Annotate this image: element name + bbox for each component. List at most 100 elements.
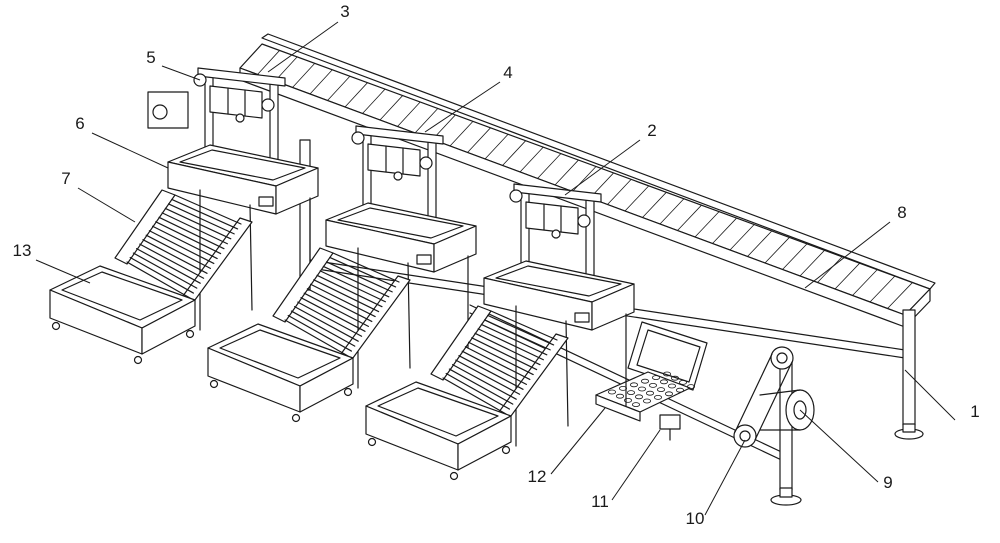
keypad-key: [632, 402, 641, 408]
callout-number-1: 1: [970, 402, 979, 421]
cart-wheel: [449, 471, 459, 481]
chute-roller: [310, 283, 376, 318]
keypad-key: [654, 394, 663, 400]
chute-roller: [300, 297, 366, 332]
hopper-display: [574, 312, 590, 323]
conveyor-slat: [292, 63, 316, 88]
chute-roller: [448, 368, 514, 405]
conveyor-slat: [677, 204, 702, 231]
chute-roller: [145, 234, 211, 269]
chute-roller: [316, 274, 383, 308]
callout-number-2: 2: [647, 121, 656, 140]
keypad-key: [679, 379, 688, 385]
conveyor-slat: [852, 269, 878, 296]
chute-roller: [442, 377, 507, 415]
callout-number-7: 7: [61, 169, 70, 188]
conveyor-slat: [344, 82, 368, 108]
hopper-display: [258, 196, 274, 207]
chute-roller: [142, 239, 208, 274]
chute-roller: [168, 203, 235, 235]
chute-roller: [332, 252, 400, 283]
gantry-wheel: [419, 156, 433, 170]
keypad-key: [657, 387, 666, 393]
gantry-wheel: [509, 189, 523, 203]
chute-roller: [474, 332, 541, 366]
hopper-box: [483, 260, 635, 447]
conveyor-slat: [397, 101, 421, 127]
collection-cart: [49, 265, 196, 365]
conveyor-slat: [712, 217, 737, 244]
conveyor-slat: [519, 146, 544, 173]
hopper-box: [325, 202, 477, 389]
keypad-key: [671, 375, 680, 381]
hopper-display: [416, 254, 432, 265]
leader-line: [35, 259, 91, 284]
drive-pulley-large: [770, 346, 794, 370]
conveyor-slat: [502, 140, 526, 166]
callout-number-8: 8: [897, 203, 906, 222]
conveyor-slat: [257, 50, 280, 75]
sorting-station: [207, 125, 477, 423]
conveyor-slats: [257, 50, 913, 309]
keypad-key: [624, 397, 633, 403]
chute-roller: [171, 198, 239, 230]
keypad-key: [663, 371, 672, 377]
chute-roller: [152, 225, 218, 260]
conveyor-slat: [642, 192, 667, 218]
leader-line: [611, 429, 661, 501]
conveyor-slat: [764, 237, 790, 264]
leader-line: [91, 132, 169, 169]
callout-number-13: 13: [13, 241, 32, 260]
keypad-key: [687, 384, 696, 390]
conveyor-slat: [747, 230, 773, 257]
conveyor-slat: [554, 159, 579, 186]
keypad-key: [638, 386, 647, 392]
gantry-lifter: [509, 183, 602, 284]
collection-cart: [365, 381, 512, 481]
conveyor-slat: [799, 250, 825, 277]
cart-wheel: [209, 379, 219, 389]
chute-roller: [326, 261, 393, 293]
chute-roller: [129, 256, 194, 294]
callout-number-5: 5: [146, 48, 155, 67]
callout-number-11: 11: [591, 492, 609, 511]
keypad-key: [616, 393, 625, 399]
keypad-key: [665, 391, 674, 397]
roller-chute: [114, 189, 253, 305]
callout-number-4: 4: [503, 63, 512, 82]
gantry-wheel: [577, 214, 591, 228]
gantry-wheel: [261, 98, 275, 112]
chute-roller: [471, 337, 538, 371]
keypad-key: [646, 390, 655, 396]
chute-roller: [294, 306, 359, 342]
conveyor-slat: [537, 153, 562, 179]
chute-roller: [329, 256, 397, 288]
conveyor-slat: [484, 133, 509, 160]
chute-roller: [287, 314, 352, 352]
keypad-key: [676, 387, 685, 393]
conveyor-slat: [572, 166, 597, 192]
leader-line: [904, 369, 956, 421]
drive-pulley-small: [733, 424, 757, 448]
conveyor-slat: [362, 88, 386, 114]
chute-roller: [158, 216, 225, 250]
control-console: [595, 321, 708, 441]
chute-roller: [455, 359, 521, 395]
chute-roller: [477, 328, 544, 361]
chute-roller: [290, 310, 356, 347]
conveyor-slat: [379, 95, 403, 121]
callout-number-12: 12: [528, 467, 547, 486]
chute-roller: [484, 319, 551, 351]
leader-line: [424, 81, 501, 133]
conveyor-slat: [327, 75, 351, 101]
keypad-key: [630, 382, 639, 388]
keypad-keys: [608, 371, 696, 408]
chute-roller: [164, 207, 232, 240]
keypad-key: [608, 389, 617, 395]
roller-chute: [430, 305, 569, 421]
chute-roller: [461, 350, 527, 385]
cart-wheel: [185, 329, 195, 339]
chute-roller: [303, 292, 369, 327]
sorting-stations: [49, 67, 635, 481]
